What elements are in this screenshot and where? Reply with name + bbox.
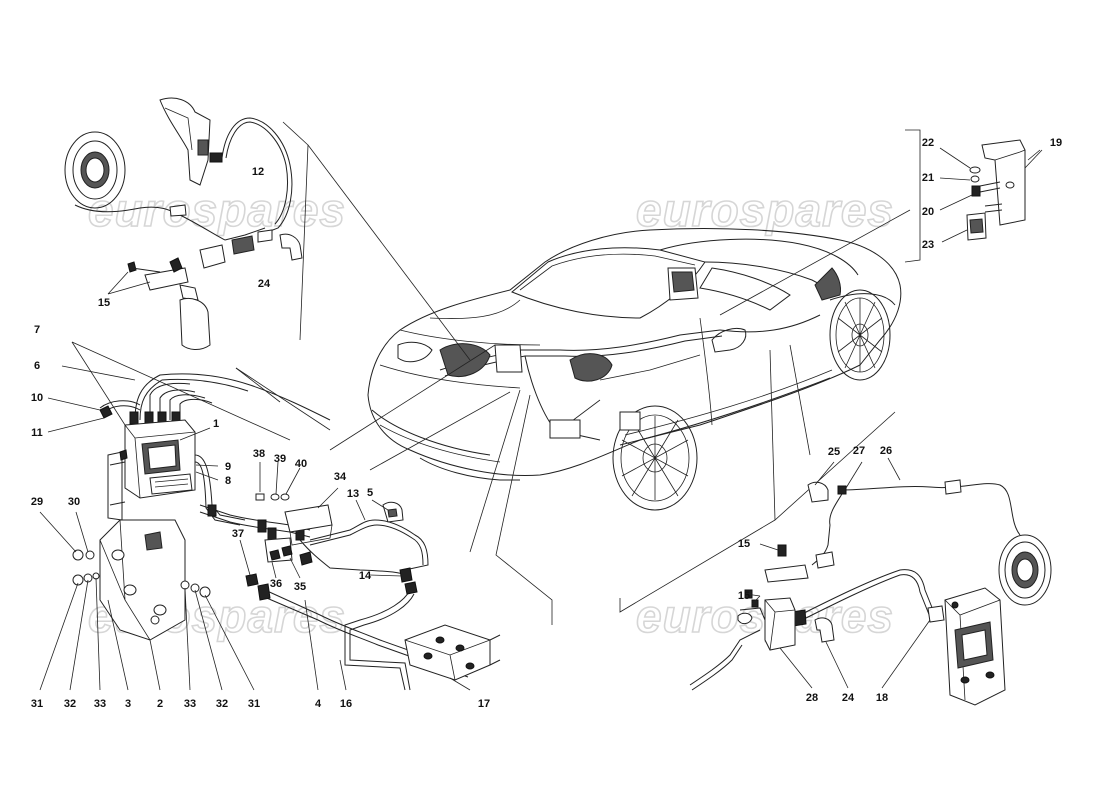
- callout-32: 32: [216, 698, 228, 710]
- callout-39: 39: [274, 453, 286, 465]
- callout-31: 31: [31, 698, 43, 710]
- callout-labels: 1 2 3 4 5 6 7 8 9 10 11 12 13 14 15 15 1…: [31, 137, 1062, 710]
- callout-15: 15: [738, 590, 750, 602]
- callout-31: 31: [248, 698, 260, 710]
- watermark-text: eurospares: [636, 184, 894, 236]
- callout-23: 23: [922, 239, 934, 251]
- callout-10: 10: [31, 392, 43, 404]
- callout-37: 37: [232, 528, 244, 540]
- callout-15: 15: [738, 538, 750, 550]
- callout-6: 6: [34, 360, 40, 372]
- callout-19: 19: [1050, 137, 1062, 149]
- callout-8: 8: [225, 475, 231, 487]
- callout-25: 25: [828, 446, 840, 458]
- callout-18: 18: [876, 692, 888, 704]
- callout-13: 13: [347, 488, 359, 500]
- callout-33: 33: [184, 698, 196, 710]
- callout-32: 32: [64, 698, 76, 710]
- watermark-layer: eurospares eurospares eurospares eurospa…: [87, 183, 894, 643]
- callout-35: 35: [294, 581, 306, 593]
- callout-15: 15: [98, 297, 110, 309]
- callout-40: 40: [295, 458, 307, 470]
- callout-4: 4: [315, 698, 322, 710]
- callout-38: 38: [253, 448, 265, 460]
- callout-1: 1: [213, 418, 219, 430]
- callout-29: 29: [31, 496, 43, 508]
- callout-16: 16: [340, 698, 352, 710]
- front-wheel: [612, 405, 698, 511]
- callout-28: 28: [806, 692, 818, 704]
- callout-26: 26: [880, 445, 892, 457]
- callout-27: 27: [853, 445, 865, 457]
- bottom-right-caliper-assembly: [689, 149, 1052, 706]
- callout-24: 24: [258, 278, 271, 290]
- callout-7: 7: [34, 324, 40, 336]
- callout-3: 3: [125, 698, 131, 710]
- callout-20: 20: [922, 206, 934, 218]
- callout-22: 22: [922, 137, 934, 149]
- callout-17: 17: [478, 698, 490, 710]
- top-left-assembly: [64, 97, 303, 350]
- installed-brake-components: [439, 267, 821, 441]
- callout-9: 9: [225, 461, 231, 473]
- callout-33: 33: [94, 698, 106, 710]
- top-right-bracket-assembly: [939, 139, 1043, 243]
- callout-5: 5: [367, 487, 373, 499]
- callout-24: 24: [842, 692, 855, 704]
- callout-14: 14: [359, 570, 372, 582]
- rear-wheel: [829, 289, 891, 381]
- assembly-leader-lines: [71, 121, 921, 625]
- callout-11: 11: [31, 427, 43, 439]
- callout-12: 12: [252, 166, 264, 178]
- abs-modulator-assembly: [39, 341, 501, 691]
- callout-30: 30: [68, 496, 80, 508]
- callout-34: 34: [334, 471, 347, 483]
- callout-2: 2: [157, 698, 163, 710]
- callout-21: 21: [922, 172, 934, 184]
- callout-36: 36: [270, 578, 282, 590]
